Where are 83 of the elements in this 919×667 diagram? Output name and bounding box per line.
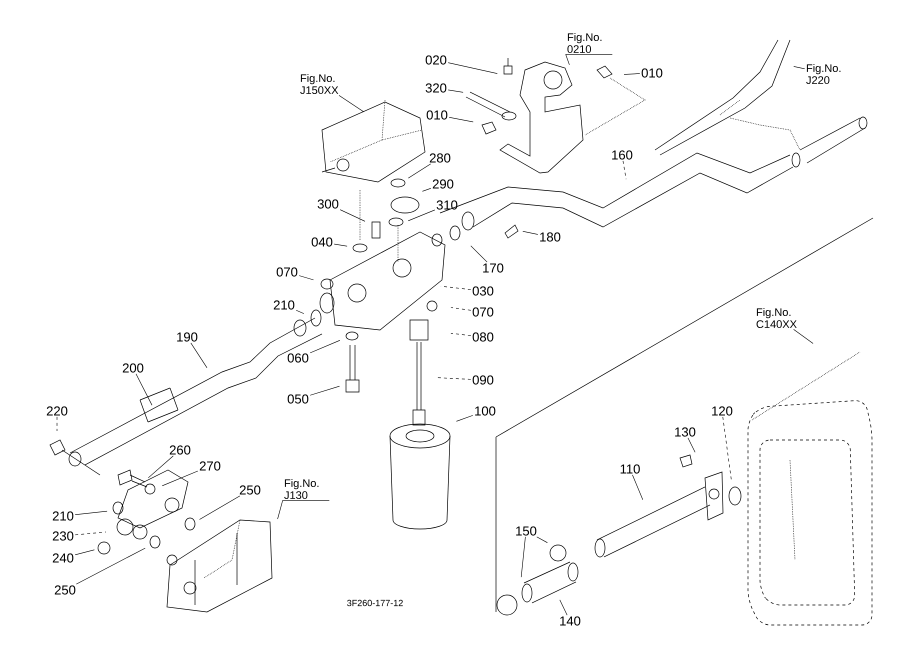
- leader-line: [136, 374, 152, 406]
- callout-number: 070: [472, 307, 494, 317]
- callout-number: 210: [274, 300, 294, 310]
- callout-number: 280: [430, 153, 450, 163]
- callout-number: 250: [240, 485, 260, 495]
- leader-line: [622, 160, 626, 180]
- callout-number: 150: [516, 526, 536, 536]
- callout-number: 110: [620, 464, 640, 474]
- leader-line: [74, 532, 106, 536]
- callout-number: 250: [54, 585, 76, 595]
- callout-number: 190: [177, 332, 198, 342]
- leader-line: [793, 329, 814, 344]
- leader-line: [408, 164, 431, 178]
- figure-reference: Fig.No. C140XX: [756, 308, 797, 328]
- leader-line: [277, 500, 283, 520]
- leader-line: [422, 188, 432, 192]
- callout-number: 290: [432, 179, 454, 189]
- callout-number: 240: [52, 553, 74, 563]
- leader-line: [565, 54, 570, 66]
- callout-number: 170: [483, 263, 504, 273]
- callout-number: 230: [52, 531, 74, 541]
- callout-number: 310: [436, 200, 458, 210]
- callout-number: 270: [200, 461, 220, 471]
- callout-number: 120: [712, 406, 732, 416]
- leader-line: [74, 550, 95, 556]
- callout-number: 180: [540, 232, 560, 242]
- callout-number: 260: [170, 445, 190, 455]
- leader-line: [448, 62, 498, 74]
- callout-number: 160: [612, 150, 632, 160]
- leader-line: [310, 386, 340, 396]
- callout-number: 070: [276, 267, 298, 277]
- callout-number: 090: [472, 375, 494, 385]
- leader-line: [310, 340, 340, 354]
- leader-line: [334, 244, 348, 246]
- leader-line: [624, 73, 640, 75]
- leader-line: [76, 548, 146, 584]
- leader-line: [148, 456, 174, 478]
- leader-line: [436, 377, 472, 380]
- callout-number: 320: [426, 83, 446, 93]
- leader-line: [560, 600, 568, 616]
- leader-line: [450, 307, 472, 311]
- leader-line: [340, 209, 366, 222]
- callout-number: 030: [472, 286, 494, 296]
- drawing-code: 3F260-177-12: [347, 600, 403, 606]
- leader-line: [74, 510, 108, 515]
- leader-line: [448, 90, 464, 93]
- callout-number: 080: [472, 332, 494, 342]
- callout-number: 040: [312, 237, 332, 247]
- figure-reference: Fig.No. J150XX: [300, 74, 338, 94]
- callout-number: 010: [642, 68, 662, 78]
- callout-number: 100: [475, 406, 496, 416]
- leader-line: [520, 536, 526, 578]
- callout-number: 220: [46, 406, 68, 416]
- leader-line: [793, 66, 805, 70]
- callout-number: 200: [122, 363, 144, 373]
- callout-number: 210: [52, 511, 74, 521]
- leader-line: [199, 496, 240, 520]
- leader-line: [722, 416, 732, 482]
- callout-number: 050: [288, 394, 308, 404]
- leader-line: [688, 438, 696, 452]
- figure-reference: Fig.No. 0210: [567, 32, 602, 54]
- leader-line: [338, 95, 364, 112]
- leader-line: [456, 415, 474, 422]
- leader-line: [298, 275, 314, 280]
- callout-number: 010: [426, 110, 448, 120]
- leader-line: [470, 246, 488, 262]
- callout-number: 140: [560, 616, 580, 626]
- figure-reference: Fig.No. J220: [806, 64, 840, 84]
- leader-line: [522, 231, 538, 235]
- callout-number: 060: [288, 353, 308, 363]
- callout-number: 020: [426, 55, 446, 65]
- leader-line: [632, 474, 644, 500]
- leader-line: [162, 470, 198, 486]
- callout-number: 130: [675, 427, 696, 437]
- leader-line: [536, 536, 548, 543]
- leader-line: [448, 117, 474, 122]
- leader-line: [408, 210, 436, 222]
- leader-line: [190, 342, 208, 368]
- leader-line: [450, 333, 472, 336]
- leader-line: [56, 416, 58, 432]
- figure-reference: Fig.No. J130: [284, 478, 318, 500]
- callout-number: 300: [318, 199, 338, 209]
- leader-line: [296, 310, 304, 314]
